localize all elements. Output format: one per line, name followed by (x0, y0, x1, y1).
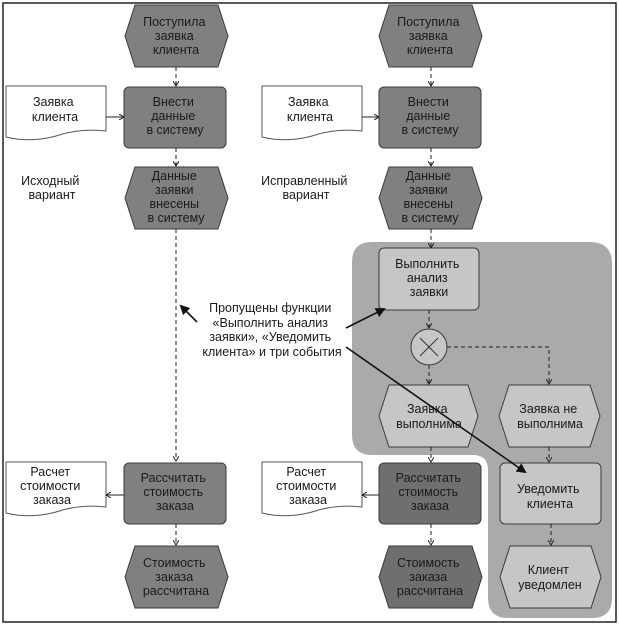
right-event-calc (378, 545, 483, 609)
left-func-enter-label: Внести данные в систему (146, 95, 204, 137)
left-event-calc-label: Стоимость заказа рассчитана (143, 556, 209, 598)
right-event-start-label: Поступила заявка клиента (397, 15, 463, 57)
annotation: Пропущены функции «Выполнить анализ заяв… (179, 301, 527, 474)
left-variant: Поступила заявка клиента Заявка клиента … (5, 4, 229, 609)
right-event-start (378, 4, 483, 68)
right-event-notified-label: Клиент уведомлен (518, 563, 582, 592)
right-func-analyze-label: Выполнить анализ заявки (395, 257, 463, 299)
right-event-calc-label: Стоимость заказа рассчитана (397, 556, 463, 598)
left-doc-request (5, 85, 107, 141)
annotation-pointer-analyze (345, 308, 386, 329)
right-func-notify-label: Уведомить клиента (517, 482, 583, 511)
right-event-notified (499, 545, 602, 609)
left-event-start (124, 4, 229, 68)
right-event-not-feasible (498, 384, 601, 448)
left-event-start-label: Поступила заявка клиента (143, 15, 209, 57)
right-event-entered (378, 166, 483, 230)
right-func-enter-label: Внести данные в систему (401, 95, 459, 137)
left-event-entered-label: Данные заявки внесены в систему (147, 169, 205, 225)
annotation-text: Пропущены функции «Выполнить анализ заяв… (202, 301, 341, 359)
left-func-enter (123, 86, 227, 149)
right-event-feasible (378, 384, 479, 448)
left-doc-calc-label: Расчет стоимости заказа (20, 465, 84, 507)
right-event-not-feasible-label: Заявка не выполнима (517, 402, 583, 431)
xor-gate (410, 328, 448, 366)
right-doc-calc-label: Расчет стоимости заказа (276, 465, 340, 507)
right-caption: Исправленный вариант (261, 174, 351, 202)
right-doc-request-label: Заявка клиента (287, 95, 333, 124)
left-func-calc-label: Рассчитать стоимость заказа (141, 471, 210, 513)
right-func-calc (378, 462, 482, 525)
right-event-feasible-label: Заявка выполнима (396, 402, 462, 431)
annotation-pointer-left (179, 304, 198, 323)
left-doc-calc (5, 461, 107, 517)
right-connector-6 (447, 346, 549, 384)
right-func-enter (378, 86, 482, 149)
annotation-pointer-notify (345, 346, 527, 474)
right-func-calc-label: Рассчитать стоимость заказа (396, 471, 465, 513)
left-doc-request-label: Заявка клиента (32, 95, 78, 124)
right-doc-calc (261, 461, 363, 517)
right-doc-request (261, 85, 363, 141)
left-event-entered (124, 166, 229, 230)
left-caption: Исходный вариант (21, 174, 83, 202)
left-event-calc (124, 545, 229, 609)
right-event-entered-label: Данные заявки внесены в систему (401, 169, 459, 225)
left-func-calc (123, 462, 227, 525)
right-variant: Поступила заявка клиента Заявка клиента … (261, 4, 602, 609)
